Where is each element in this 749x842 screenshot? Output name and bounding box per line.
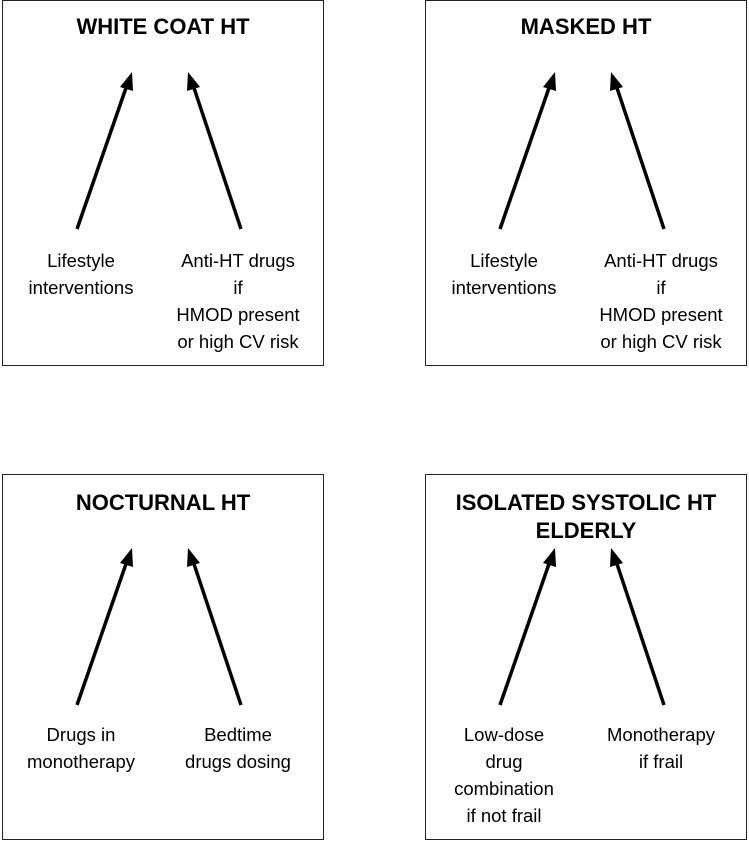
panel-nocturnal-ht: NOCTURNAL HT Drugs in monotherapy Bedtim… [2,474,324,840]
left-label: Low-dose drug combination if not frail [454,724,554,826]
arrowhead-left [543,72,556,91]
arrow-right [191,560,243,706]
left-label: Drugs in monotherapy [27,724,135,772]
arrowhead-right [187,548,200,567]
arrow-right [614,560,666,706]
arrowhead-right [610,72,623,91]
arrow-left [75,560,129,706]
arrowhead-left [543,548,556,567]
arrowhead-left [120,72,133,91]
right-label: Anti-HT drugs if HMOD present or high CV… [176,250,300,352]
arrow-left [498,560,552,706]
panel-title: WHITE COAT HT [76,14,250,39]
arrow-right [191,84,243,230]
arrow-right [614,84,666,230]
panel-isolated-systolic-ht-elderly: ISOLATED SYSTOLIC HT ELDERLY Low-dose dr… [425,474,747,840]
right-label: Anti-HT drugs if HMOD present or high CV… [599,250,723,352]
arrowhead-left [120,548,133,567]
arrows [498,72,666,230]
left-label: Lifestyle interventions [28,250,134,298]
panel-title: MASKED HT [520,14,652,39]
right-label: Bedtime drugs dosing [185,724,291,772]
panel-masked-ht: MASKED HT Lifestyle interventions Anti-H… [425,0,747,366]
arrow-left [498,84,552,230]
arrows [75,72,243,230]
arrowhead-right [610,548,623,567]
left-label: Lifestyle interventions [451,250,557,298]
arrowhead-right [187,72,200,91]
panel-title: ISOLATED SYSTOLIC HT ELDERLY [455,490,717,543]
arrows [498,548,666,706]
panel-title: NOCTURNAL HT [75,490,251,515]
panel-white-coat-ht: WHITE COAT HT Lifestyle interventions An… [2,0,324,366]
arrow-left [75,84,129,230]
arrows [75,548,243,706]
right-label: Monotherapy if frail [607,724,715,772]
